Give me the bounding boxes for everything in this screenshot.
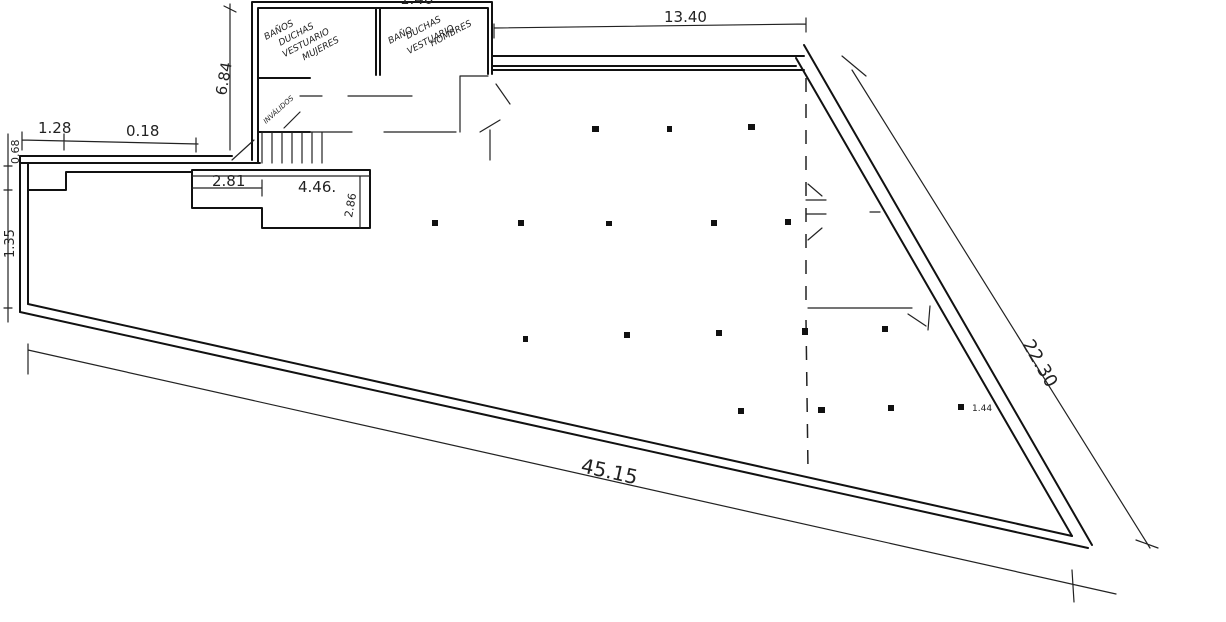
- ramp-mark: [807, 305, 931, 331]
- columns: [432, 124, 964, 414]
- step: [27, 171, 193, 191]
- dim-line-left-top: [223, 3, 237, 151]
- dim-left-small: 0.68: [9, 140, 22, 165]
- right-wall: [795, 44, 1093, 546]
- column: [711, 220, 717, 226]
- column: [667, 126, 672, 132]
- dim-line-inner: [191, 179, 263, 197]
- dim-line-top-right: [493, 17, 807, 39]
- column: [606, 221, 612, 226]
- storage-room: [191, 169, 371, 229]
- dim-line-bottom: [27, 343, 1117, 603]
- inner-lines: [191, 75, 491, 229]
- column: [624, 332, 630, 338]
- column: [785, 219, 791, 225]
- column: [738, 408, 744, 414]
- column: [716, 330, 722, 336]
- dim-bottom: 45.15: [579, 453, 640, 489]
- dim-col-label: 1.44: [972, 404, 992, 414]
- dim-line-left-vert: [3, 133, 13, 323]
- toilet-block: [251, 1, 493, 164]
- outer-walls: [19, 1, 1093, 549]
- dim-seg-a: 1.28: [38, 119, 71, 137]
- column: [592, 126, 599, 132]
- column: [432, 220, 438, 226]
- dim-top-right: 13.40: [664, 8, 707, 26]
- column: [802, 328, 808, 335]
- dim-left-mid: 1.35: [3, 229, 18, 258]
- top-right-wall: [491, 55, 805, 71]
- column: [748, 124, 755, 130]
- top-wall: [19, 155, 261, 164]
- door-swing: [231, 83, 511, 161]
- room-labels: BAÑOS DUCHAS VESTUARIO MUJERES BAÑO DUCH…: [261, 15, 474, 126]
- dim-line-left-segments: [21, 131, 199, 153]
- dashed-line: [805, 78, 809, 471]
- dim-seg-b: 0.18: [126, 122, 159, 140]
- column: [882, 326, 888, 332]
- column: [518, 220, 524, 226]
- dim-inner-a: 2.81: [212, 172, 245, 190]
- inner-partitions: [191, 75, 931, 331]
- bottom-wall: [19, 303, 1089, 549]
- dim-top-top: 1.40: [400, 0, 433, 8]
- dim-inner-c: 2.86: [342, 192, 359, 218]
- left-wall: [19, 155, 29, 313]
- dim-right-diag: 22.30: [1018, 336, 1062, 391]
- dim-inner-b: 4.46.: [298, 178, 336, 196]
- column: [818, 407, 825, 413]
- dim-line-right: [841, 55, 1159, 549]
- column: [958, 404, 964, 410]
- column: [523, 336, 528, 342]
- column: [888, 405, 894, 411]
- entrance-marks: [805, 183, 881, 241]
- dim-left-top: 6.84: [212, 61, 236, 97]
- dimension-lines: [3, 3, 1159, 603]
